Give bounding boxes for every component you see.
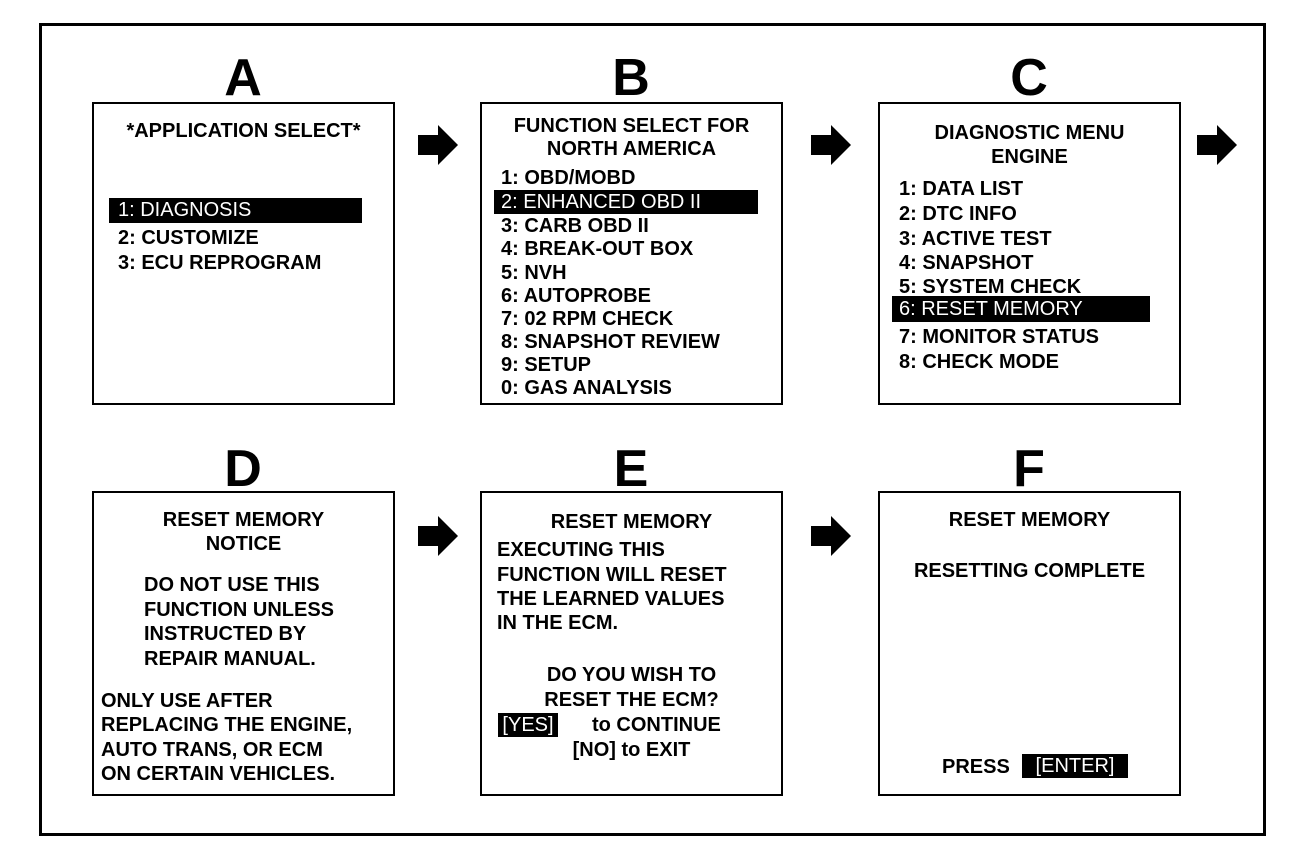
- menu-item-obd-mobd[interactable]: 1: OBD/MOBD: [501, 167, 636, 189]
- menu-item-data-list[interactable]: 1: DATA LIST: [899, 178, 1024, 200]
- menu-item-check-mode[interactable]: 8: CHECK MODE: [899, 351, 1060, 373]
- screen-d-title-line1: RESET MEMORY: [162, 509, 325, 531]
- menu-item-carb-obd-ii[interactable]: 3: CARB OBD II: [501, 215, 649, 237]
- menu-item-active-test[interactable]: 3: ACTIVE TEST: [899, 228, 1052, 250]
- screen-b-title-line1: FUNCTION SELECT FOR: [513, 115, 750, 137]
- screen-d-reset-memory-notice: RESET MEMORY NOTICE DO NOT USE THIS FUNC…: [92, 491, 395, 796]
- screen-a-application-select: *APPLICATION SELECT* 1: DIAGNOSIS 2: CUS…: [92, 102, 395, 405]
- menu-item-dtc-info[interactable]: 2: DTC INFO: [899, 203, 1017, 225]
- screen-c-title-line1: DIAGNOSTIC MENU: [934, 122, 1125, 144]
- screen-f-title: RESET MEMORY: [948, 509, 1111, 531]
- menu-item-reset-memory[interactable]: 6: RESET MEMORY: [892, 296, 1150, 322]
- notice-warning-line: FUNCTION UNLESS: [144, 599, 334, 621]
- no-exit-line[interactable]: [NO] to EXIT: [572, 739, 691, 761]
- confirm-question-line2: RESET THE ECM?: [544, 689, 719, 711]
- menu-item-nvh[interactable]: 5: NVH: [501, 262, 567, 284]
- menu-item-monitor-status[interactable]: 7: MONITOR STATUS: [899, 326, 1099, 348]
- confirm-body-line: THE LEARNED VALUES: [497, 588, 725, 610]
- enter-key[interactable]: [ENTER]: [1022, 754, 1128, 778]
- menu-item-ecu-reprogram[interactable]: 3: ECU REPROGRAM: [118, 252, 322, 274]
- arrow-right-icon: [811, 516, 851, 556]
- confirm-question-line1: DO YOU WISH TO: [546, 664, 717, 686]
- arrow-right-icon: [1197, 125, 1237, 165]
- reset-status-text: RESETTING COMPLETE: [913, 560, 1146, 582]
- confirm-body-line: EXECUTING THIS: [497, 539, 665, 561]
- screen-b-function-select: FUNCTION SELECT FOR NORTH AMERICA 1: OBD…: [480, 102, 783, 405]
- menu-item-setup[interactable]: 9: SETUP: [501, 354, 592, 376]
- diagram-frame: [39, 23, 1266, 836]
- menu-item-system-check[interactable]: 5: SYSTEM CHECK: [899, 276, 1082, 298]
- screen-b-title-line2: NORTH AMERICA: [546, 138, 717, 160]
- yes-key[interactable]: [YES]: [498, 713, 558, 737]
- yes-continue-label: to CONTINUE: [592, 714, 721, 736]
- screen-d-title-line2: NOTICE: [205, 533, 282, 555]
- confirm-body-line: FUNCTION WILL RESET: [497, 564, 727, 586]
- panel-letter-b: B: [612, 49, 650, 107]
- notice-usage-line: AUTO TRANS, OR ECM: [101, 739, 323, 761]
- panel-letter-a: A: [224, 49, 262, 107]
- arrow-right-icon: [811, 125, 851, 165]
- notice-warning-line: REPAIR MANUAL.: [144, 648, 316, 670]
- menu-item-diagnosis[interactable]: 1: DIAGNOSIS: [109, 198, 362, 223]
- screen-c-title-line2: ENGINE: [991, 146, 1068, 168]
- notice-usage-line: ONLY USE AFTER: [101, 690, 273, 712]
- menu-item-02-rpm-check[interactable]: 7: 02 RPM CHECK: [501, 308, 674, 330]
- screen-f-reset-complete: RESET MEMORY RESETTING COMPLETE PRESS [E…: [878, 491, 1181, 796]
- confirm-body-line: IN THE ECM.: [497, 612, 619, 634]
- panel-letter-d: D: [224, 440, 262, 498]
- menu-item-enhanced-obd-ii[interactable]: 2: ENHANCED OBD II: [494, 190, 758, 214]
- notice-warning-line: INSTRUCTED BY: [144, 623, 307, 645]
- menu-item-snapshot[interactable]: 4: SNAPSHOT: [899, 252, 1034, 274]
- panel-letter-e: E: [613, 440, 649, 498]
- notice-usage-line: ON CERTAIN VEHICLES.: [101, 763, 336, 785]
- screen-c-diagnostic-menu: DIAGNOSTIC MENU ENGINE 1: DATA LIST 2: D…: [878, 102, 1181, 405]
- notice-usage-line: REPLACING THE ENGINE,: [101, 714, 353, 736]
- screen-e-reset-memory-confirm: RESET MEMORY EXECUTING THIS FUNCTION WIL…: [480, 491, 783, 796]
- notice-warning-line: DO NOT USE THIS: [144, 574, 320, 596]
- arrow-right-icon: [418, 125, 458, 165]
- menu-item-autoprobe[interactable]: 6: AUTOPROBE: [501, 285, 652, 307]
- menu-item-snapshot-review[interactable]: 8: SNAPSHOT REVIEW: [501, 331, 720, 353]
- press-label: PRESS: [942, 756, 1010, 778]
- screen-e-title: RESET MEMORY: [550, 511, 713, 533]
- menu-item-customize[interactable]: 2: CUSTOMIZE: [118, 227, 259, 249]
- panel-letter-c: C: [1010, 49, 1048, 107]
- arrow-right-icon: [418, 516, 458, 556]
- panel-letter-f: F: [1013, 440, 1045, 498]
- menu-item-break-out-box[interactable]: 4: BREAK-OUT BOX: [501, 238, 694, 260]
- menu-item-gas-analysis[interactable]: 0: GAS ANALYSIS: [501, 377, 672, 399]
- screen-a-title: *APPLICATION SELECT*: [126, 120, 361, 142]
